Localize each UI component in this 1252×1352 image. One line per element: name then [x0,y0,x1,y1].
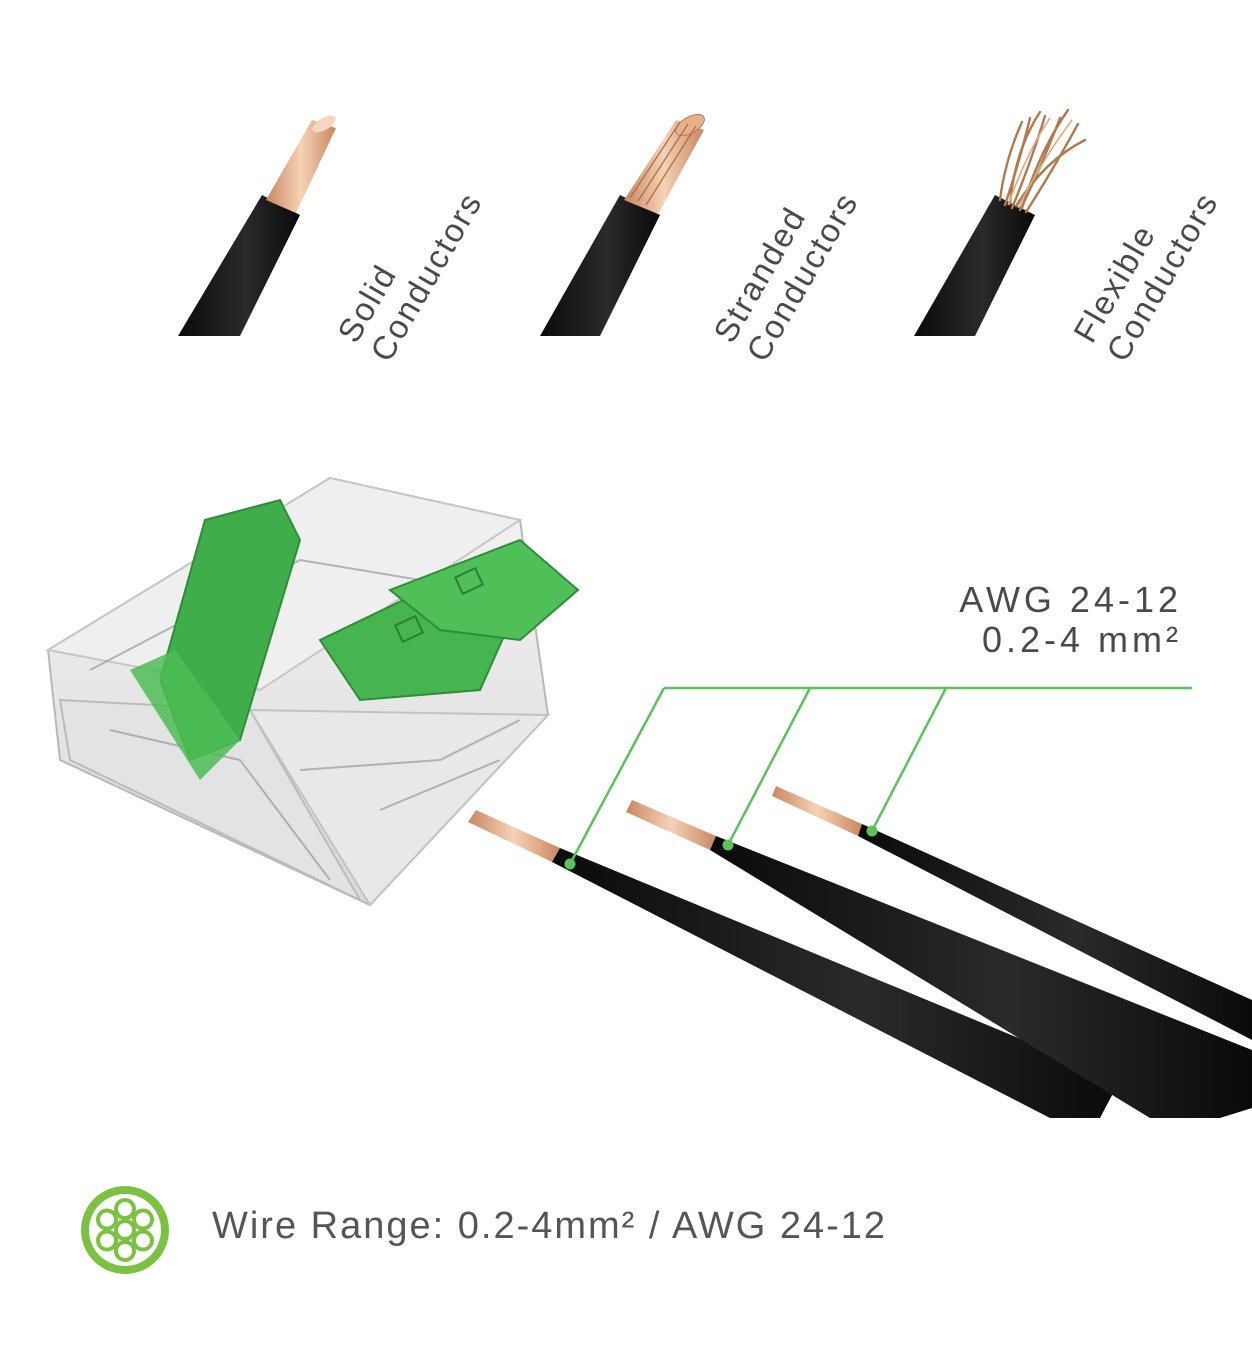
wire-cross-section-icon [81,1186,169,1274]
stranded-conductor-image [540,113,705,336]
solid-conductor-image [178,115,336,336]
callout-dot [564,858,576,870]
lever-connector-image [45,476,580,907]
callout-lines [568,686,1192,865]
callout-dot [722,839,734,851]
wire-2-image [626,800,1252,1118]
wire-range-text: Wire Range: 0.2-4mm² / AWG 24-12 [212,1205,888,1247]
callout-dot [866,825,878,837]
awg-spec: AWG 24-12 [959,579,1182,620]
mm-spec: 0.2-4 mm² [981,619,1182,660]
flexible-conductor-image [914,108,1087,336]
wire-1-image [468,810,1120,1118]
wire-3-image [772,786,1252,1040]
